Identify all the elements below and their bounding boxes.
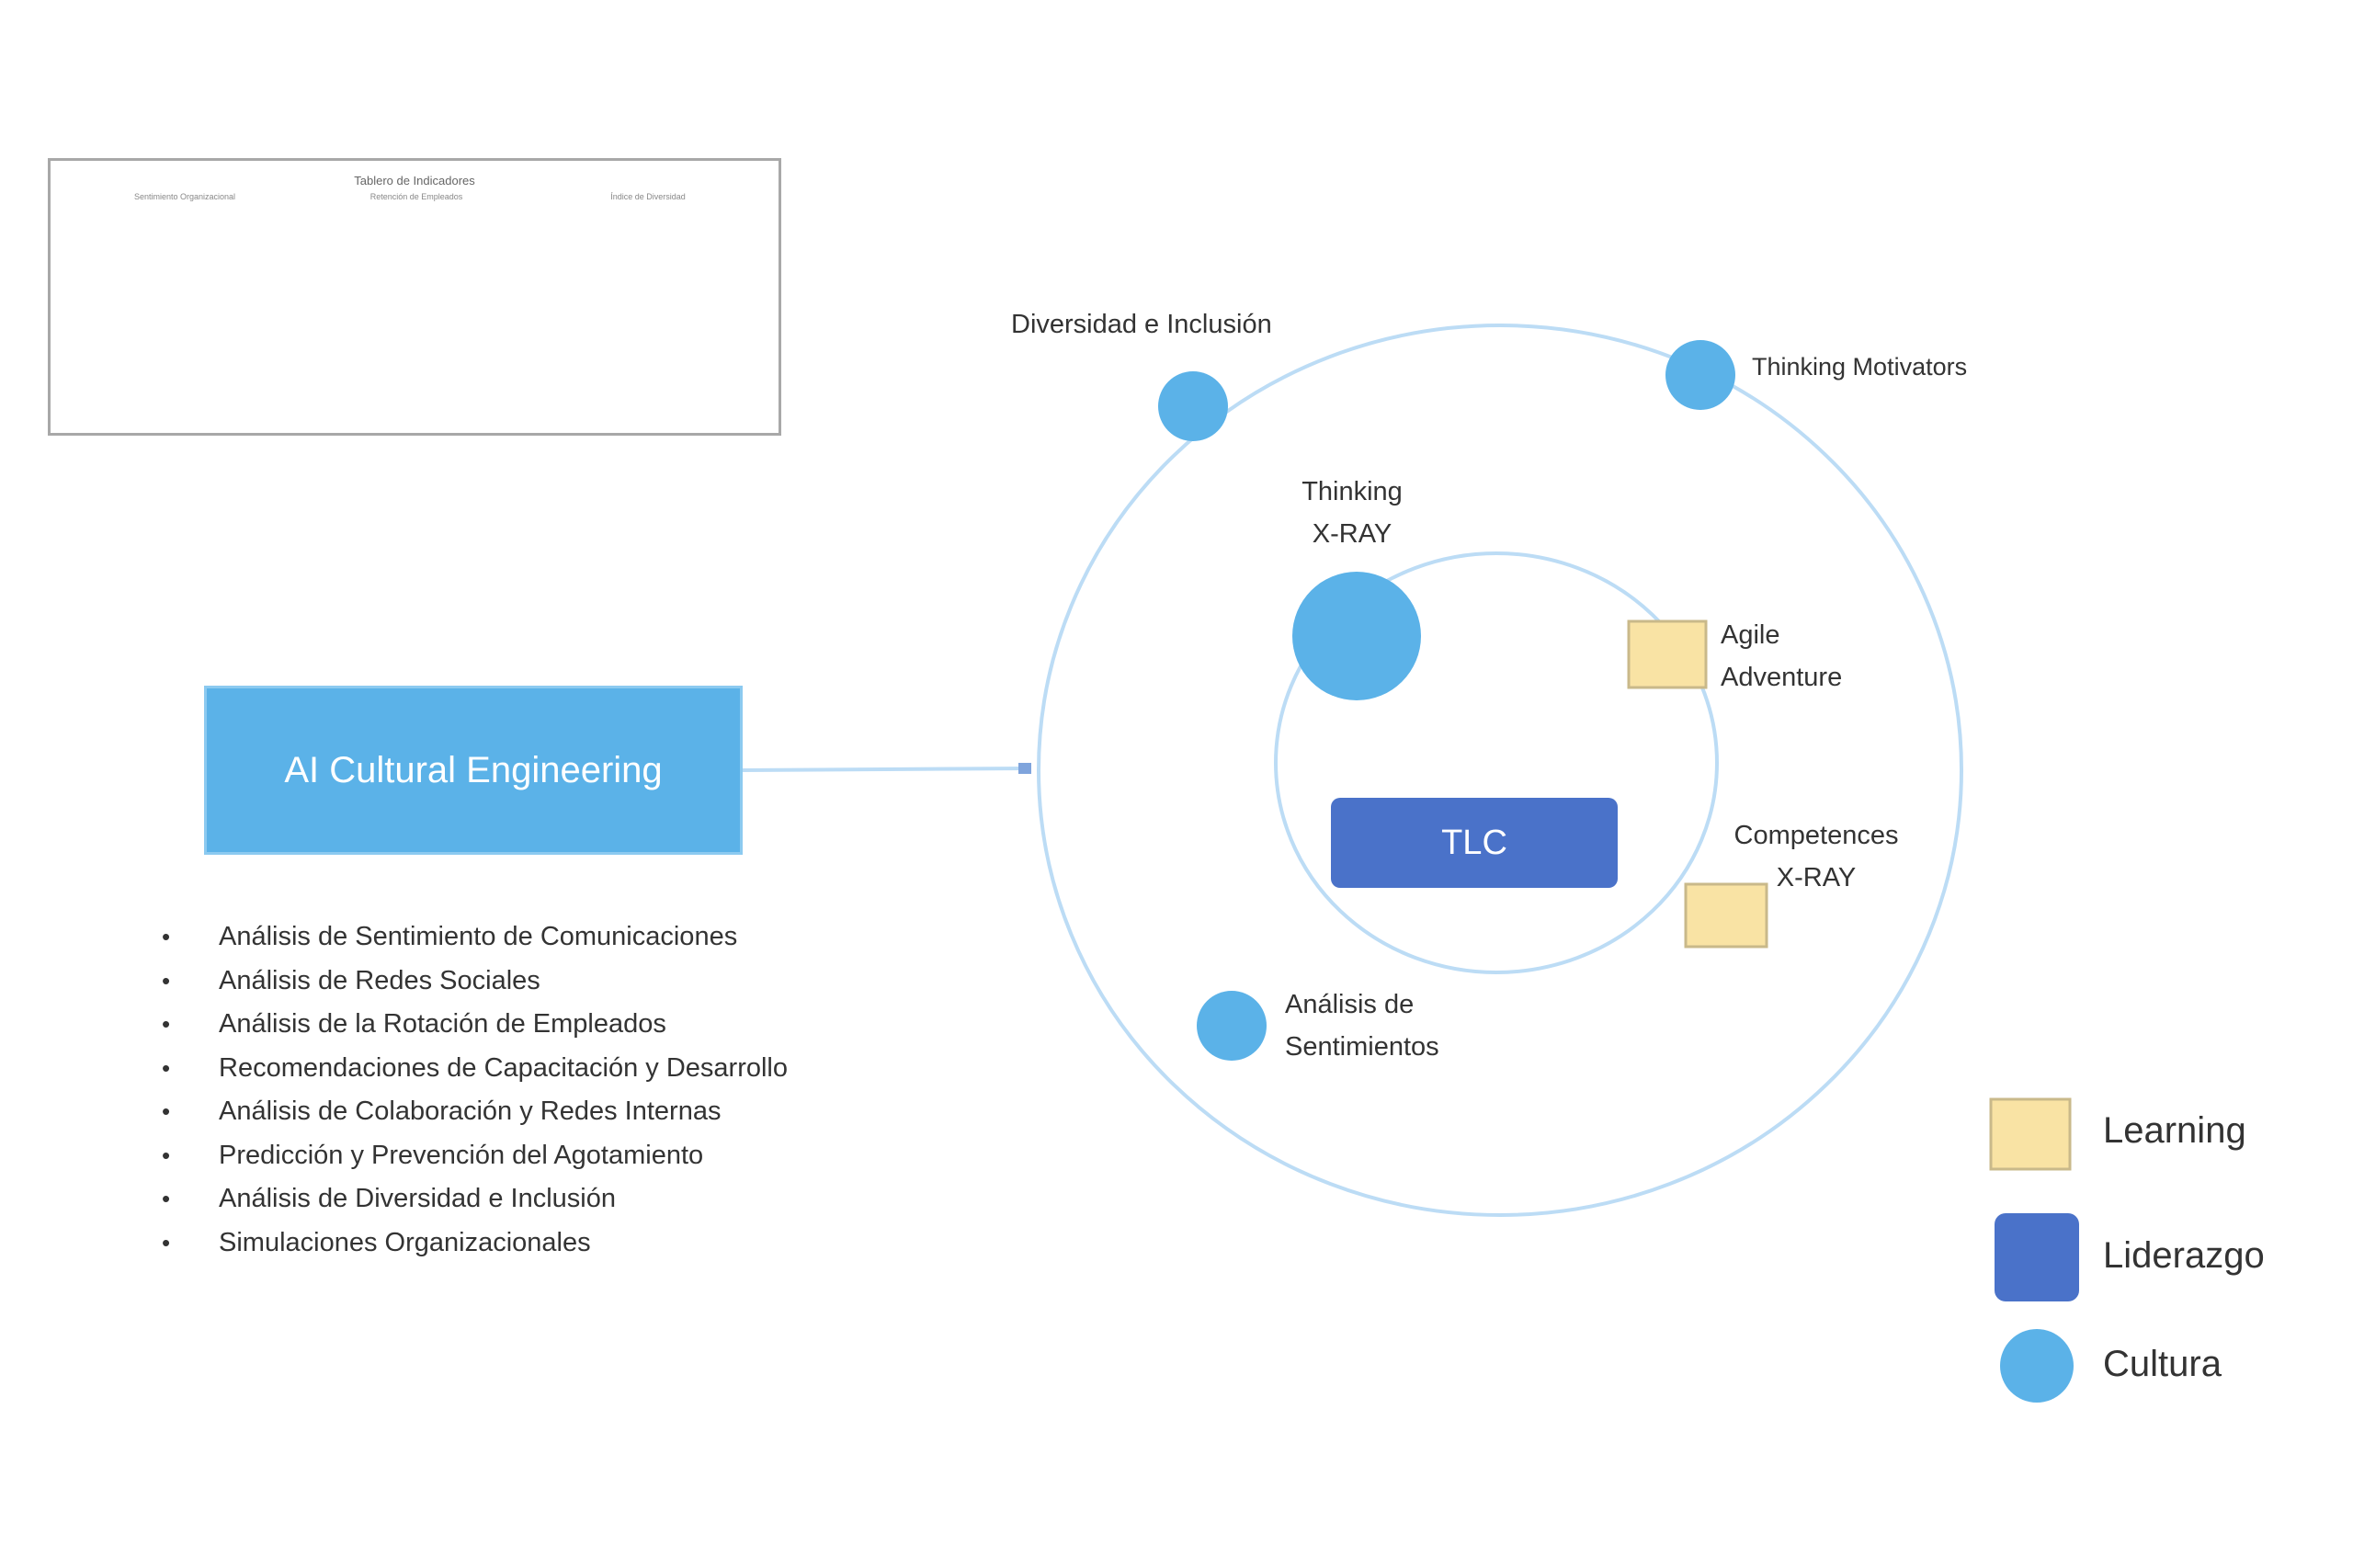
gauge-panel-1: Sentimiento Organizacional	[102, 192, 267, 376]
inner-orbit	[1274, 551, 1719, 974]
gauge-title-1: Sentimiento Organizacional	[133, 192, 236, 201]
analisis-label-line1: Análisis de	[1285, 990, 1415, 1019]
analisis-sentimientos-label: Análisis de Sentimientos	[1285, 983, 1439, 1068]
list-item: Análisis de Redes Sociales	[154, 960, 788, 1004]
competences-xray-label: Competences X-RAY	[1715, 814, 1917, 899]
legend-learning-swatch	[1989, 1097, 2072, 1171]
outer-orbit	[1037, 324, 1963, 1217]
thinking-xray-label: Thinking X-RAY	[1283, 471, 1421, 555]
gauge-title-3: Índice de Diversidad	[610, 192, 686, 201]
gauge-title-2: Retención de Empleados	[369, 192, 463, 201]
list-item: Análisis de Colaboración y Redes Interna…	[154, 1090, 788, 1134]
list-item: Predicción y Prevención del Agotamiento	[154, 1134, 788, 1178]
diversidad-label: Diversidad e Inclusión	[1011, 310, 1272, 339]
thinking-xray-node[interactable]	[1292, 572, 1421, 700]
dashboard-thumbnail[interactable]: Tablero de Indicadores Sentimiento Organ…	[48, 158, 781, 436]
analisis-sentimientos-node[interactable]	[1197, 991, 1267, 1061]
agile-adventure-node[interactable]	[1627, 619, 1708, 689]
competences-xray-node[interactable]	[1684, 882, 1768, 949]
dashboard-title: Tablero de Indicadores	[354, 174, 475, 187]
legend-learning-label: Learning	[2103, 1110, 2246, 1151]
list-item: Análisis de la Rotación de Empleados	[154, 1003, 788, 1047]
legend-cultura-swatch	[2000, 1329, 2074, 1403]
tlc-label: TLC	[1441, 823, 1507, 862]
competences-label-line2: X-RAY	[1776, 863, 1857, 892]
ai-cultural-engineering-label: AI Cultural Engineering	[284, 749, 663, 790]
list-item: Recomendaciones de Capacitación y Desarr…	[154, 1047, 788, 1091]
thinking-xray-label-line1: Thinking	[1302, 477, 1403, 506]
agile-label-line1: Agile	[1721, 620, 1780, 650]
diversidad-node[interactable]	[1158, 371, 1228, 441]
motivators-node[interactable]	[1665, 340, 1735, 410]
list-item: Análisis de Diversidad e Inclusión	[154, 1177, 788, 1221]
gauge-panel-3: Índice de Diversidad	[565, 192, 731, 376]
competences-label-line1: Competences	[1733, 821, 1899, 850]
agile-adventure-label: Agile Adventure	[1721, 614, 1842, 699]
analisis-label-line2: Sentimientos	[1285, 1032, 1439, 1062]
motivators-label: Thinking Motivators	[1752, 353, 1968, 381]
list-item: Análisis de Sentimiento de Comunicacione…	[154, 915, 788, 960]
capabilities-list: Análisis de Sentimiento de Comunicacione…	[154, 915, 788, 1265]
connector-line	[742, 767, 1032, 772]
thinking-xray-label-line2: X-RAY	[1312, 519, 1392, 549]
legend-liderazgo-label: Liderazgo	[2103, 1235, 2265, 1276]
legend-cultura-label: Cultura	[2103, 1344, 2222, 1384]
agile-label-line2: Adventure	[1721, 663, 1843, 692]
legend-liderazgo-swatch	[1995, 1213, 2079, 1301]
ai-cultural-engineering-box[interactable]: AI Cultural Engineering	[204, 686, 743, 855]
connector-end	[1018, 763, 1031, 774]
gauge-panel-2: Retención de Empleados	[334, 192, 499, 376]
list-item: Simulaciones Organizacionales	[154, 1221, 788, 1266]
tlc-node[interactable]: TLC	[1331, 798, 1618, 888]
